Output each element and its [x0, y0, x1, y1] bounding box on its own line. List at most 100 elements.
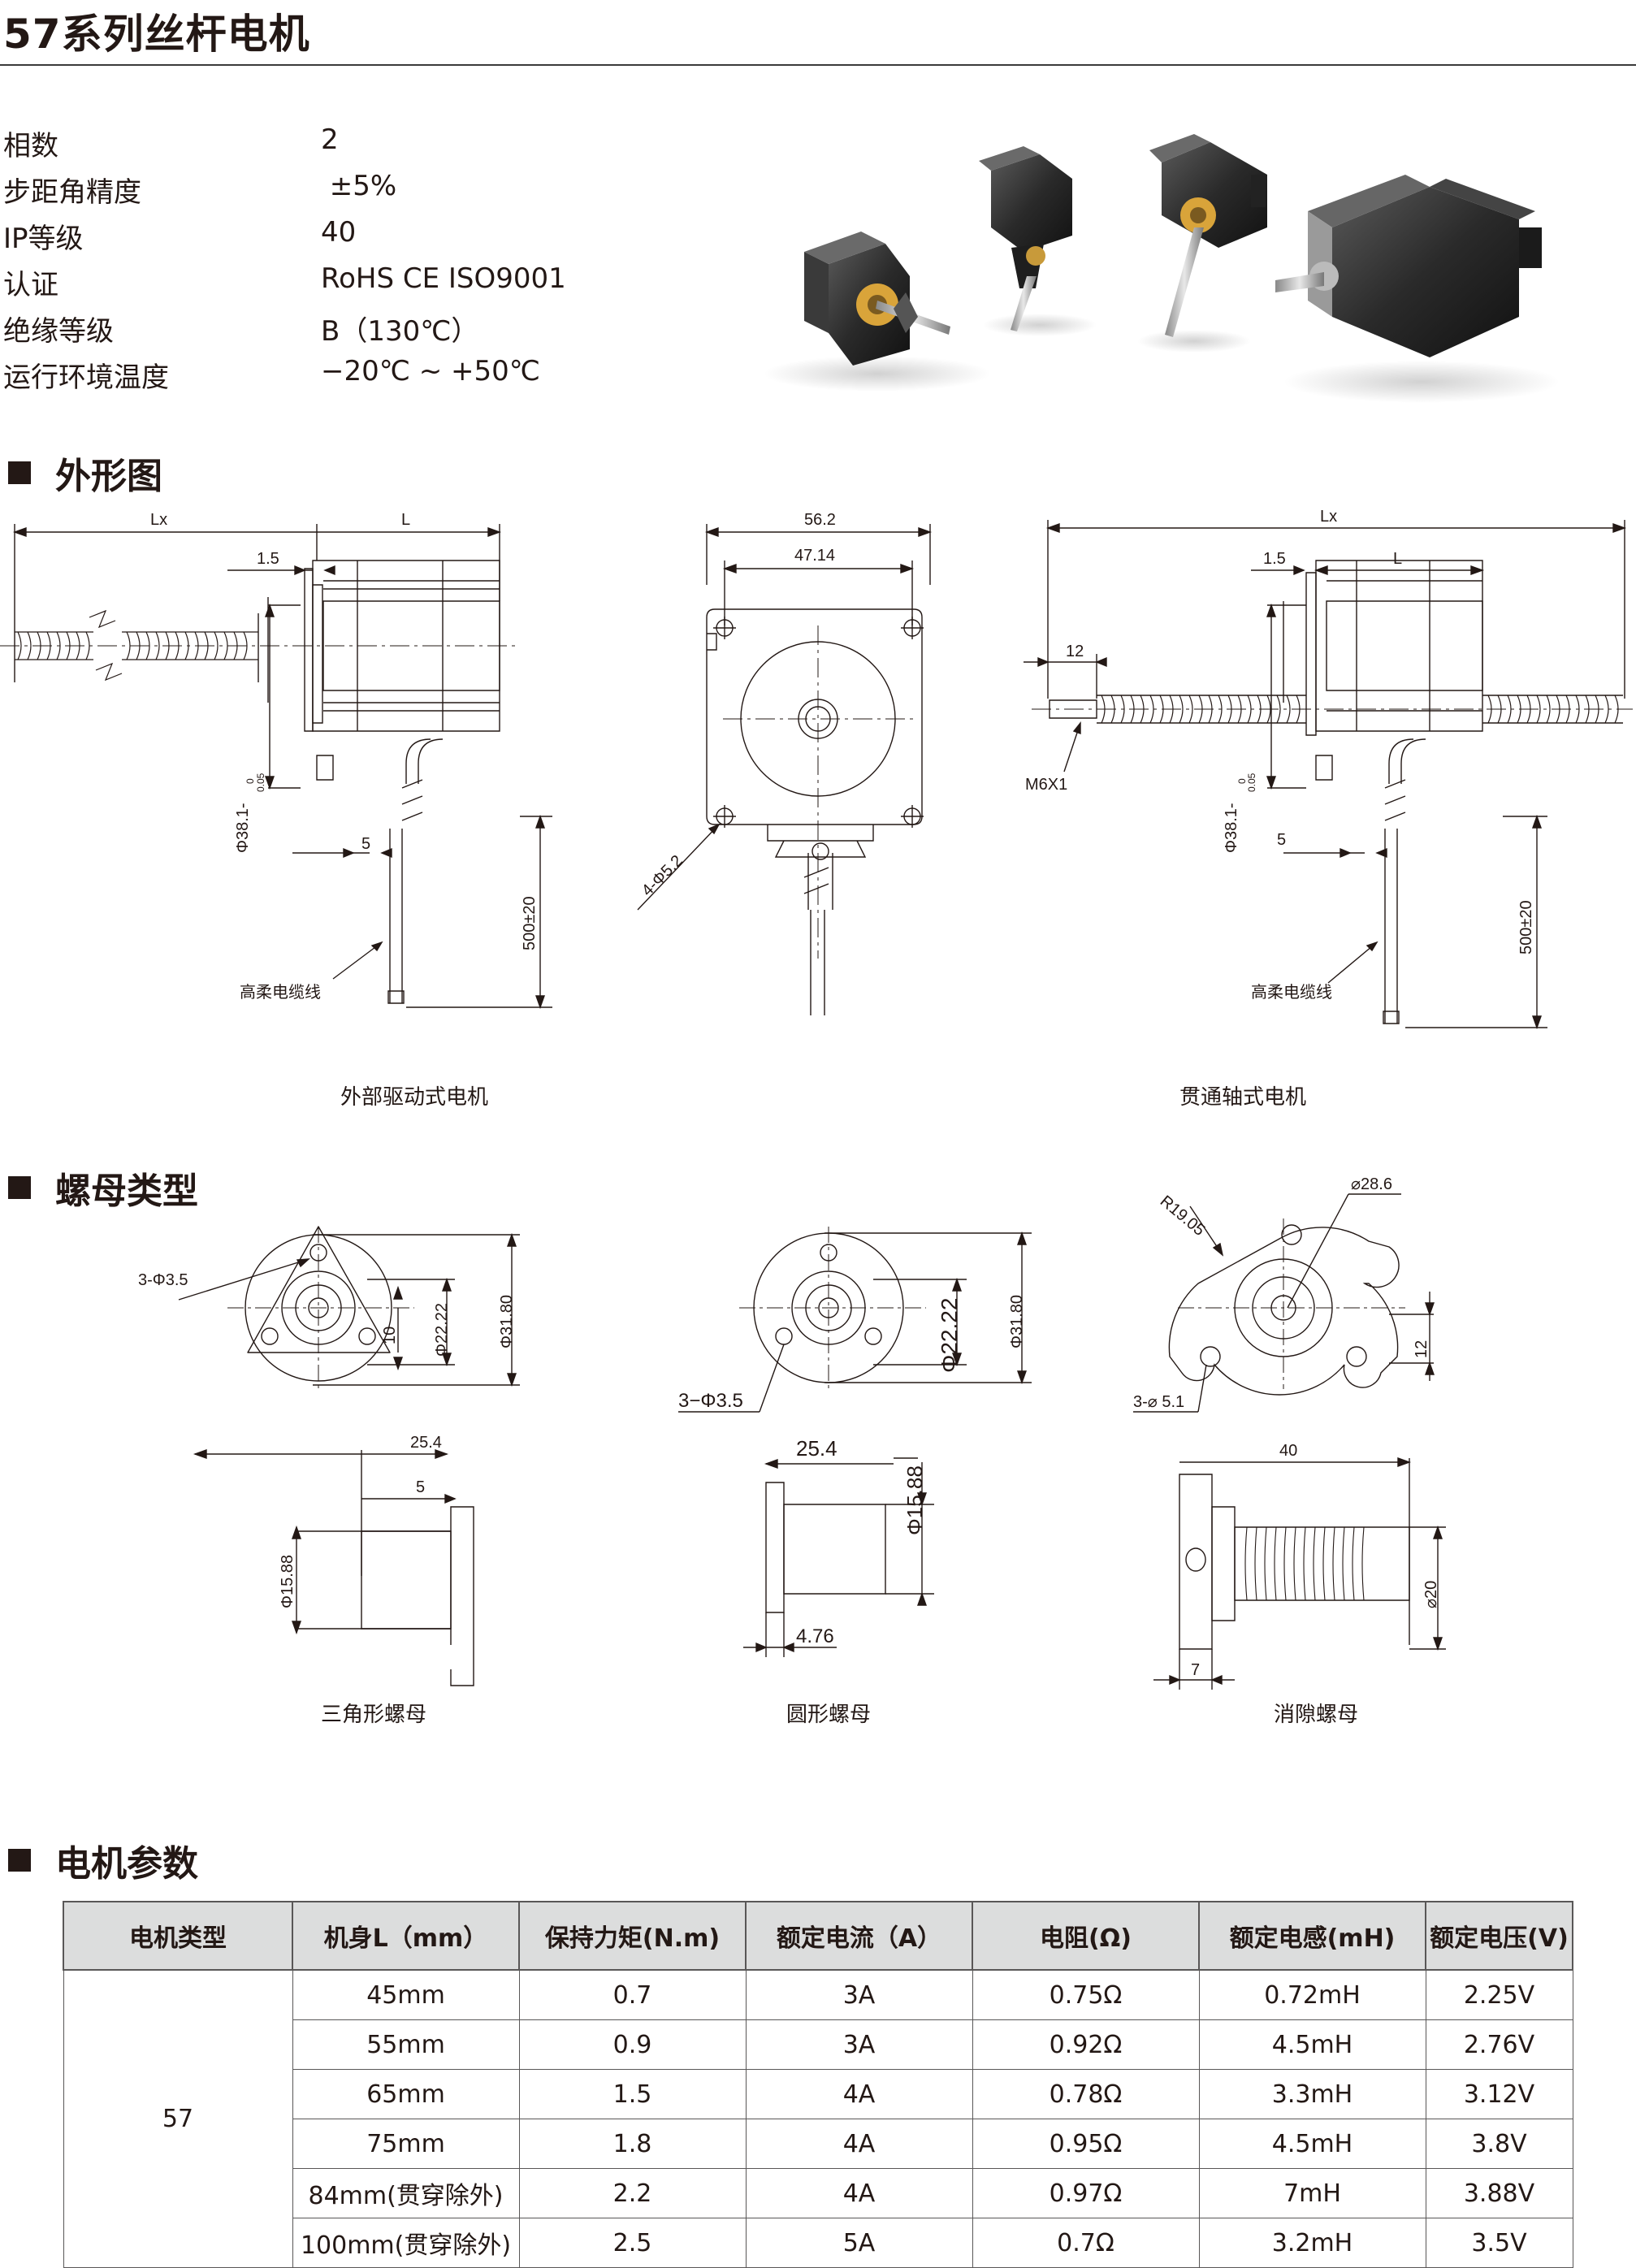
dim-56-2: 56.2 — [804, 511, 836, 529]
cable-label: 高柔电缆线 — [240, 983, 321, 1002]
caption-external-motor: 外部驱动式电机 — [340, 1085, 488, 1110]
section-heading-outline: 外形图 — [8, 447, 162, 499]
table-cell: 0.78Ω — [972, 2069, 1200, 2119]
table-cell: 4.5mH — [1198, 2019, 1426, 2070]
dim-d318: Φ31.80 — [498, 1295, 516, 1348]
motor-photo-2 — [979, 146, 1097, 336]
cable-label: 高柔电缆线 — [1251, 983, 1332, 1002]
table-cell: 1.8 — [518, 2119, 747, 2169]
table-header: 电机类型 — [63, 1901, 293, 1971]
table-cell: 2.76V — [1425, 2019, 1573, 2070]
table-row: 100mm(贯穿除外) 2.5 5A 0.7Ω 3.2mH 3.5V — [63, 2218, 1573, 2268]
dim-d1588: Φ15.88 — [279, 1555, 296, 1608]
svg-text:0.05: 0.05 — [255, 773, 266, 792]
table-cell: 3A — [745, 2019, 973, 2070]
dim-1-5: 1.5 — [257, 550, 279, 568]
table-header: 电阻(Ω) — [972, 1901, 1200, 1971]
table-cell: 3.5V — [1425, 2218, 1573, 2268]
caption-through-motor: 贯通轴式电机 — [1179, 1085, 1306, 1110]
dim-d286: ⌀28.6 — [1351, 1175, 1392, 1193]
dim-d2222: Φ22.22 — [433, 1303, 451, 1357]
dim-lx: Lx — [150, 511, 167, 529]
table-cell: 0.75Ω — [972, 1969, 1200, 2020]
dim-5: 5 — [1277, 831, 1286, 849]
table-cell: 65mm — [292, 2069, 520, 2119]
dim-len: 25.4 — [796, 1436, 837, 1461]
motor-photo-3 — [1137, 134, 1267, 353]
table-header: 保持力矩(N.m) — [518, 1901, 747, 1971]
table-cell: 2.5 — [518, 2218, 747, 2268]
table-cell: 3A — [745, 1969, 973, 2020]
table-cell: 2.25V — [1425, 1969, 1573, 2020]
table-cell: 0.7Ω — [972, 2218, 1200, 2268]
dim-len: 25.4 — [410, 1434, 442, 1452]
dim-cable-length: 500±20 — [1517, 900, 1535, 954]
dim-d476: 4.76 — [796, 1625, 834, 1647]
motor-params-table: 电机类型 机身L（mm） 保持力矩(N.m) 额定电流（A） 电阻(Ω) 额定电… — [63, 1901, 1573, 2268]
section-square-icon — [8, 1849, 31, 1872]
dim-holes: 3−Φ3.5 — [678, 1390, 743, 1412]
dim-len: 40 — [1279, 1442, 1297, 1460]
dim-d20: ⌀20 — [1422, 1581, 1440, 1608]
table-cell: 1.5 — [518, 2069, 747, 2119]
dim-d2222: Φ22.22 — [937, 1298, 962, 1373]
spec-value: −20℃ ~ +50℃ — [321, 355, 540, 387]
table-cell: 100mm(贯穿除外) — [292, 2218, 520, 2268]
table-cell: 4A — [745, 2119, 973, 2169]
table-cell: 84mm(贯穿除外) — [292, 2168, 520, 2218]
dim-shaft-dia: Φ38.1- — [234, 803, 252, 853]
dim-10: 10 — [381, 1327, 399, 1344]
spec-label: 绝缘等级 — [3, 315, 114, 348]
table-cell: 7mH — [1198, 2168, 1426, 2218]
table-cell: 2.2 — [518, 2168, 747, 2218]
svg-text:0: 0 — [245, 778, 256, 784]
spec-label: 相数 — [3, 130, 58, 162]
spec-label: 运行环境温度 — [3, 361, 169, 394]
table-cell: 0.9 — [518, 2019, 747, 2070]
dim-shaft-dia: Φ38.1- — [1223, 803, 1240, 853]
section-heading-nut: 螺母类型 — [8, 1162, 198, 1214]
dim-l: L — [401, 511, 410, 529]
dim-radius: R19.05 — [1157, 1192, 1209, 1240]
table-cell: 0.72mH — [1198, 1969, 1426, 2020]
dim-l: L — [1393, 550, 1402, 568]
spec-label: IP等级 — [3, 223, 84, 255]
dim-12: 12 — [1066, 643, 1084, 660]
caption-antibacklash-nut: 消隙螺母 — [1273, 1703, 1358, 1727]
drawing-external-motor: Lx L 1.5 Φ38.1- 0 0.05 5 500±20 高柔电缆线 — [0, 511, 585, 1024]
title-divider — [0, 64, 1636, 66]
dim-d318: Φ31.80 — [1008, 1295, 1026, 1348]
svg-text:0.05: 0.05 — [1246, 773, 1257, 792]
dim-holes: 4-Φ5.2 — [638, 852, 686, 900]
spec-label: 认证 — [3, 269, 58, 301]
table-cell: 4A — [745, 2168, 973, 2218]
drawing-round-nut: Φ22.22 Φ31.80 3−Φ3.5 25.4 Φ15.88 4.76 — [678, 1202, 1072, 1682]
caption-round-nut: 圆形螺母 — [786, 1703, 871, 1727]
dim-cable-length: 500±20 — [521, 896, 539, 950]
dim-holes: 3-Φ3.5 — [138, 1271, 188, 1289]
caption-triangle-nut: 三角形螺母 — [320, 1703, 426, 1727]
table-header: 额定电流（A） — [745, 1901, 973, 1971]
table-cell: 45mm — [292, 1969, 520, 2020]
dim-7: 7 — [1191, 1661, 1200, 1679]
table-row: 75mm 1.8 4A 0.95Ω 4.5mH 3.8V — [63, 2119, 1573, 2169]
dim-holes: 3-⌀ 5.1 — [1133, 1393, 1184, 1411]
table-cell: 75mm — [292, 2119, 520, 2169]
drawing-front-view: 56.2 47.14 4-Φ5.2 — [625, 511, 967, 1024]
table-cell: 0.97Ω — [972, 2168, 1200, 2218]
dim-5: 5 — [416, 1478, 425, 1496]
section-title: 外形图 — [55, 456, 162, 497]
section-square-icon — [8, 1176, 31, 1199]
table-row: 57 45mm 0.7 3A 0.75Ω 0.72mH 2.25V — [63, 1969, 1573, 2268]
table-cell: 3.12V — [1425, 2069, 1573, 2119]
dim-5: 5 — [361, 835, 370, 853]
spec-value: 2 — [321, 123, 339, 156]
dim-1-5: 1.5 — [1263, 550, 1286, 568]
motor-photo-1 — [764, 232, 991, 392]
spec-value: B（130℃） — [321, 315, 479, 348]
table-cell: 3.88V — [1425, 2168, 1573, 2218]
table-cell: 3.3mH — [1198, 2069, 1426, 2119]
section-title: 螺母类型 — [55, 1171, 198, 1212]
table-cell: 55mm — [292, 2019, 520, 2070]
section-square-icon — [8, 461, 31, 484]
